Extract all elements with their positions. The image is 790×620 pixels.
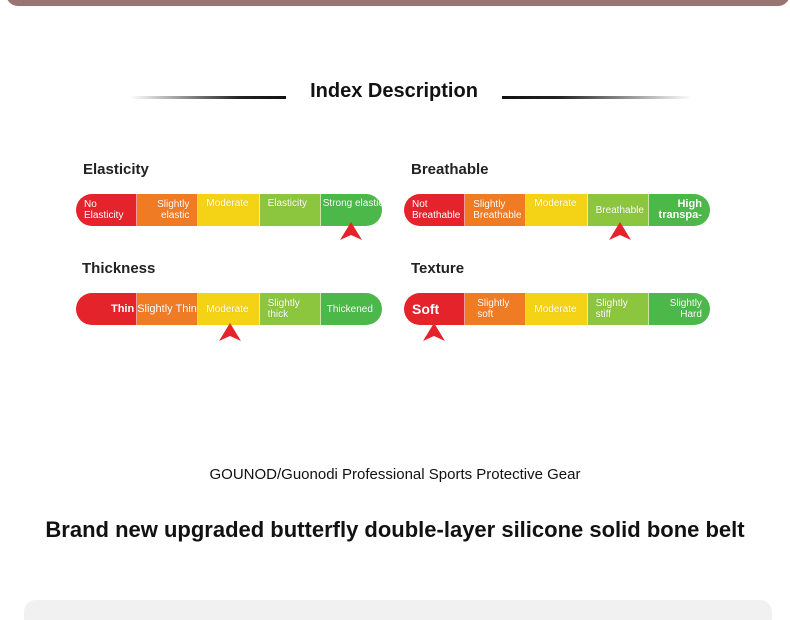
level-segment: Moderate xyxy=(198,194,260,226)
level-segment: Slightly Hard xyxy=(648,293,710,325)
level-segment: Moderate xyxy=(526,194,588,226)
indicator-elasticity xyxy=(340,222,362,240)
metric-label-thickness: Thickness xyxy=(82,260,156,277)
top-banner-bar xyxy=(6,0,790,6)
level-segment: Slightly stiff xyxy=(587,293,649,325)
title-rule-left xyxy=(130,96,286,99)
level-segment: Thickened xyxy=(320,293,382,325)
scale-texture: Soft Slightly soft Moderate Slightly sti… xyxy=(404,293,710,325)
level-segment: Breathable xyxy=(587,194,649,226)
level-segment: Moderate xyxy=(526,293,588,325)
metric-label-elasticity: Elasticity xyxy=(83,161,149,178)
metric-label-breathable: Breathable xyxy=(411,161,489,178)
brand-line: GOUNOD/Guonodi Professional Sports Prote… xyxy=(209,466,581,483)
scale-thickness: Thin Slightly Thin Moderate Slightly thi… xyxy=(76,293,382,325)
page-title: Index Description xyxy=(310,80,478,102)
level-segment: Not Breathable xyxy=(404,194,466,226)
level-segment: No Elasticity xyxy=(76,194,138,226)
level-segment: Slightly elastic xyxy=(137,194,199,226)
level-segment: High transpa- xyxy=(648,194,710,226)
level-segment: Soft xyxy=(404,293,466,325)
indicator-thickness xyxy=(219,323,241,341)
level-segment: Elasticity xyxy=(259,194,321,226)
bottom-panel-edge xyxy=(24,600,772,620)
level-segment: Thin xyxy=(76,293,138,325)
level-segment: Slightly thick xyxy=(259,293,321,325)
metric-label-texture: Texture xyxy=(411,260,465,277)
level-segment: Strong elastic xyxy=(320,194,382,226)
product-headline: Brand new upgraded butterfly double-laye… xyxy=(45,517,745,542)
indicator-texture xyxy=(423,323,445,341)
title-rule-right xyxy=(502,96,692,99)
level-segment: Slightly Thin xyxy=(137,293,199,325)
level-segment: Moderate xyxy=(198,293,260,325)
level-segment: Slightly soft xyxy=(465,293,527,325)
scale-elasticity: No Elasticity Slightly elastic Moderate … xyxy=(76,194,382,226)
level-segment: Slightly Breathable xyxy=(465,194,527,226)
indicator-breathable xyxy=(609,222,631,240)
scale-breathable: Not Breathable Slightly Breathable Moder… xyxy=(404,194,710,226)
